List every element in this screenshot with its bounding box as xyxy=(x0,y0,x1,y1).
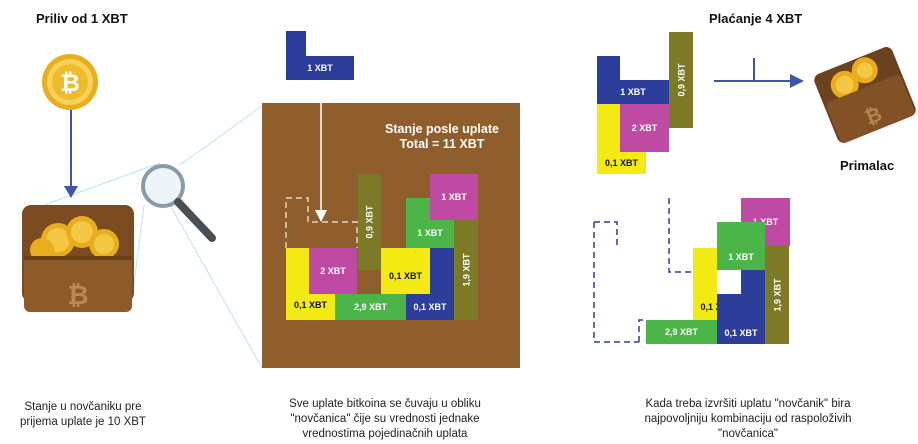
block-label: 2,9 XBT xyxy=(353,302,387,312)
block-magenta-1: 1 XBT xyxy=(430,174,478,220)
block-label: 0,1 XBT xyxy=(724,328,758,338)
block-blue-01: 0,1 XBT xyxy=(406,294,454,320)
board-title-line: Stanje posle uplate xyxy=(385,122,499,136)
left-caption-line: prijema uplate je 10 XBT xyxy=(20,416,146,428)
block-olive-09: 0,9 XBT xyxy=(358,174,381,270)
right-title: Plaćanje 4 XBT xyxy=(709,11,803,26)
rem-block-green-1: 1 XBT xyxy=(717,222,765,270)
recipient-label: Primalac xyxy=(840,158,895,173)
block-magenta-2: 2 XBT xyxy=(309,248,357,294)
right-caption-line: "novčanica" xyxy=(718,428,778,440)
block-blue-fill xyxy=(430,248,454,294)
incoming-block-top xyxy=(286,31,306,56)
incoming-block: 1 XBT xyxy=(286,56,354,80)
right-caption-line: Kada treba izvršiti uplatu "novčanik" bi… xyxy=(645,398,851,410)
block-yellow-01b: 0,1 XBT xyxy=(381,248,430,294)
block-label: 2 XBT xyxy=(631,123,658,133)
middle-caption: Sve uplate bitkoina se čuvaju u obliku "… xyxy=(260,397,510,442)
block-label: 0,1 XBT xyxy=(413,302,447,312)
right-caption-line: najpovoljniju kombinaciju od raspoloživi… xyxy=(644,413,852,425)
block-label: 1 XBT xyxy=(752,217,779,227)
block-label: 1 XBT xyxy=(441,192,467,202)
block-label: 2 XBT xyxy=(320,266,346,276)
middle-caption-line: Sve uplate bitkoina se čuvaju u obliku xyxy=(289,398,481,410)
board-title: Stanje posle uplate Total = 11 XBT xyxy=(372,122,512,152)
middle-caption-line: "novčanica" čije su vrednosti jednake xyxy=(290,413,480,425)
rem-block-blue-01: 0,1 XBT xyxy=(717,294,765,344)
rem-block-olive-19: 1,9 XBT xyxy=(765,246,789,344)
block-label: 1 XBT xyxy=(728,252,754,262)
block-label: 0,1 XBT xyxy=(700,302,733,312)
left-caption: Stanje u novčaniku pre prijema uplate je… xyxy=(8,400,158,430)
pay-block-blue-1: 1 XBT xyxy=(597,80,669,104)
block-label: 1 XBT xyxy=(620,87,646,97)
block-label: 2,9 XBT xyxy=(664,327,698,337)
rem-block-green-29: 2,9 XBT xyxy=(646,320,717,344)
left-caption-line: Stanje u novčaniku pre xyxy=(24,401,142,413)
svg-text:₿: ₿ xyxy=(60,69,80,97)
svg-text:₿: ₿ xyxy=(67,281,88,311)
block-olive-19: 1,9 XBT xyxy=(454,220,478,320)
block-label: 0,1 XBT xyxy=(293,300,327,310)
board-title-line: Total = 11 XBT xyxy=(399,137,485,151)
pay-block-yellow-01: 0,1 XBT xyxy=(597,152,646,174)
block-green-29: 2,9 XBT xyxy=(335,294,406,320)
pay-block-olive-09: 0,9 XBT xyxy=(669,32,693,128)
middle-caption-line: vrednostima pojedinačnih uplata xyxy=(302,428,468,440)
right-caption: Kada treba izvršiti uplatu "novčanik" bi… xyxy=(608,397,888,442)
rem-block-blue-fill xyxy=(741,270,765,294)
pay-block-magenta-2: 2 XBT xyxy=(620,104,669,152)
block-label: 1,9 XBT xyxy=(772,278,783,312)
left-title: Priliv od 1 XBT xyxy=(36,11,128,26)
block-label: 1 XBT xyxy=(417,228,443,238)
block-label: 1 XBT xyxy=(307,63,333,73)
block-label: 0,1 XBT xyxy=(604,158,638,168)
block-label: 0,1 XBT xyxy=(388,271,422,281)
